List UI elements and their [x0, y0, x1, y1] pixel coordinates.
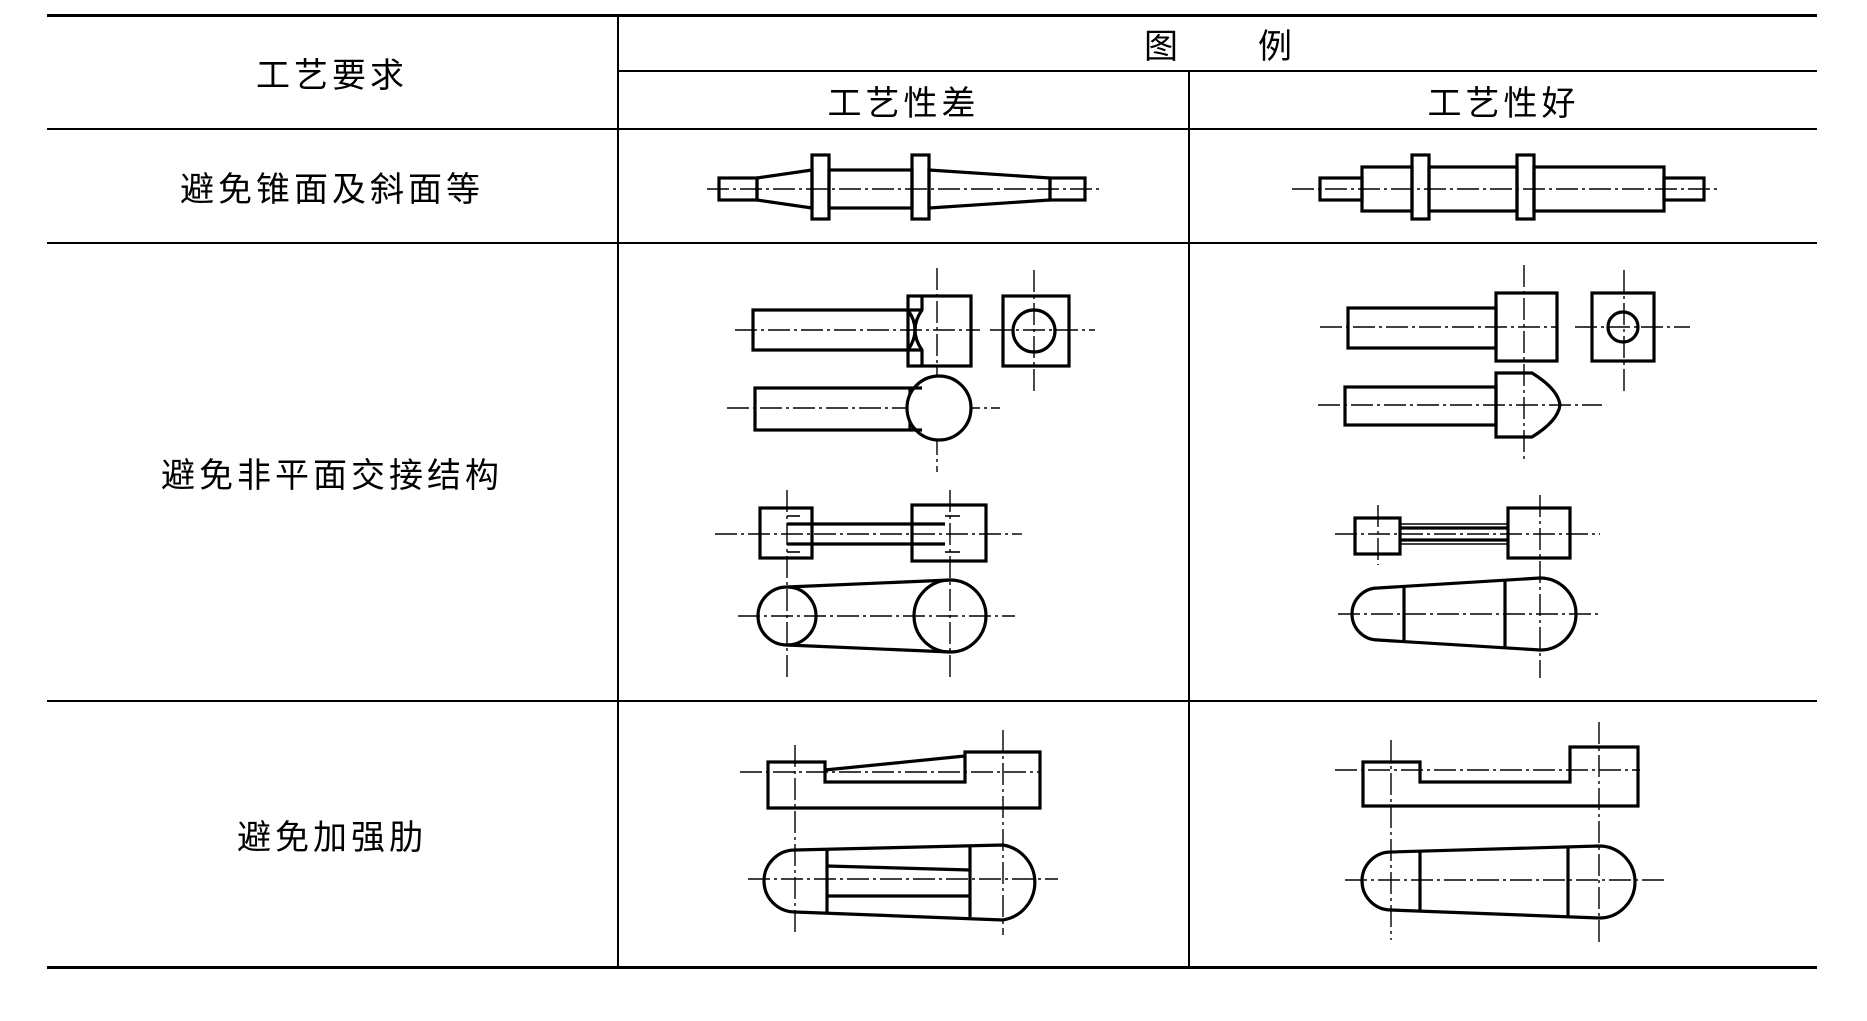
row-divider-2	[47, 700, 1817, 702]
header-poor: 工艺性差	[827, 83, 980, 124]
column-divider-1	[617, 14, 619, 969]
row-requirement-1: 避免锥面及斜面等	[180, 169, 484, 210]
good-flat-joint-drawing	[1318, 265, 1690, 463]
poor-tapered-shaft-drawing	[707, 153, 1100, 221]
poor-rib-drawing	[740, 730, 1058, 935]
poor-linkage-drawing	[715, 490, 1022, 680]
header-illustration: 图例	[1144, 26, 1372, 67]
poor-curved-joint-drawing	[727, 268, 1095, 472]
header-sub-rule	[617, 70, 1817, 72]
good-stepped-shaft-drawing	[1292, 153, 1720, 221]
table-bottom-rule	[47, 966, 1817, 969]
row-requirement-2: 避免非平面交接结构	[161, 455, 503, 496]
header-bottom-rule	[47, 128, 1817, 130]
good-linkage-drawing	[1335, 495, 1600, 678]
row-divider-1	[47, 242, 1817, 244]
table-top-rule	[47, 14, 1817, 17]
header-good: 工艺性好	[1427, 83, 1580, 124]
good-no-rib-drawing	[1335, 722, 1664, 945]
row-requirement-3: 避免加强肋	[237, 817, 427, 858]
header-requirement: 工艺要求	[256, 55, 408, 96]
column-divider-2	[1188, 70, 1190, 969]
